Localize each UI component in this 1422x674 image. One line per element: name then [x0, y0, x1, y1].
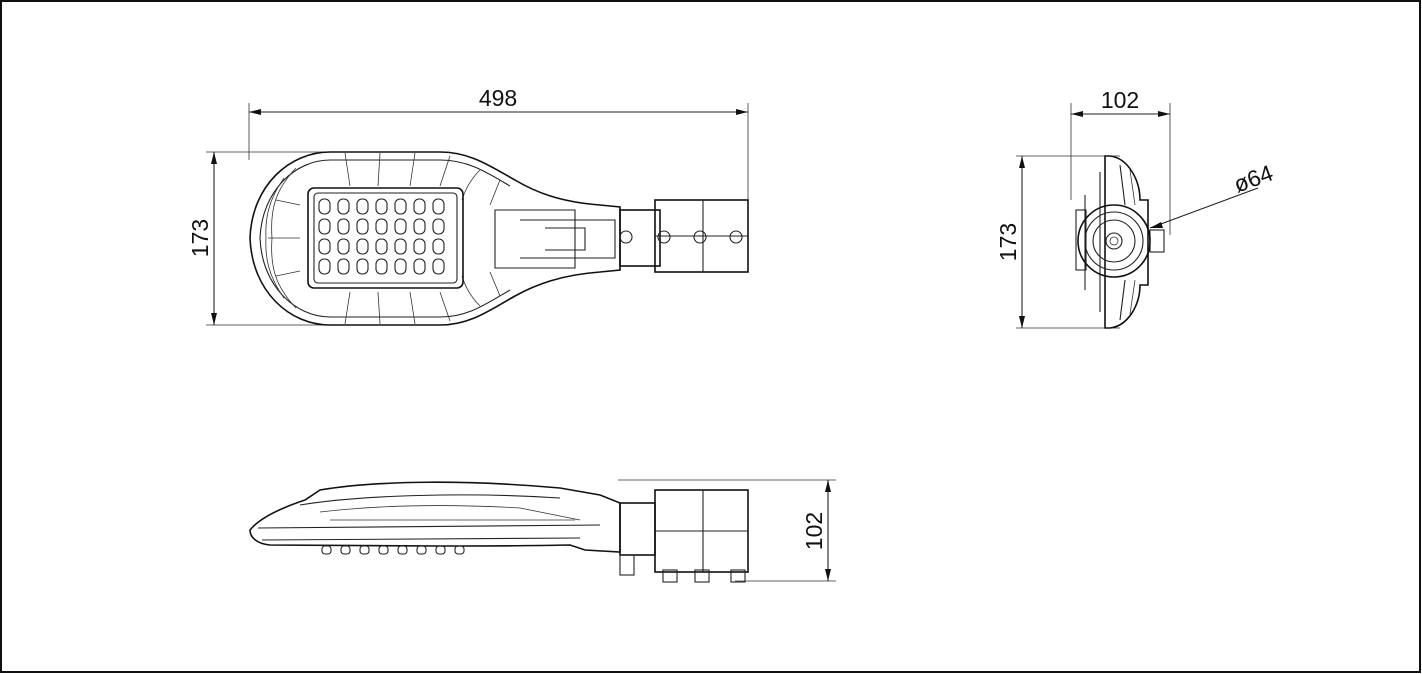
dim-label-498: 498 [479, 85, 517, 111]
led-lens [318, 258, 331, 275]
led-lens [318, 218, 331, 235]
led-lens [337, 258, 350, 275]
dim-label-173-left: 173 [187, 219, 213, 257]
led-lens [318, 198, 331, 215]
pole-clamp [619, 199, 749, 273]
led-lens [432, 198, 445, 215]
housing-outline [249, 151, 621, 326]
led-lens [375, 218, 388, 235]
end-housing [1104, 155, 1149, 329]
side-led [340, 545, 351, 555]
dim-label-102-top: 102 [1101, 87, 1139, 113]
led-lens [432, 238, 445, 255]
led-lens [337, 218, 350, 235]
led-lens [356, 198, 369, 215]
side-led [321, 545, 332, 555]
led-lens [413, 258, 426, 275]
side-housing [249, 481, 621, 553]
top-view: 498 173 [187, 85, 749, 326]
led-lens [394, 218, 407, 235]
led-lens [394, 238, 407, 255]
led-lens [394, 198, 407, 215]
led-lens [413, 198, 426, 215]
end-view: 102 173 ø64 [995, 87, 1277, 329]
led-lens [337, 238, 350, 255]
led-lens [375, 238, 388, 255]
dimension-diameter-64: ø64 [1149, 159, 1277, 229]
side-led [435, 545, 446, 555]
led-lens [413, 238, 426, 255]
side-led [397, 545, 408, 555]
dim-label-diameter: ø64 [1230, 159, 1276, 197]
dim-label-102-side: 102 [801, 512, 827, 550]
side-leds [321, 545, 465, 555]
led-lens [318, 238, 331, 255]
dimension-173-right: 173 [995, 155, 1120, 329]
led-lens [356, 218, 369, 235]
led-array [318, 198, 445, 275]
dim-label-173-right: 173 [995, 223, 1021, 261]
pole-circle-outer [1077, 204, 1151, 278]
led-lens [413, 218, 426, 235]
side-led [416, 545, 427, 555]
led-lens [337, 198, 350, 215]
dimension-102-top: 102 [1070, 87, 1171, 235]
side-led [454, 545, 465, 555]
led-lens [432, 258, 445, 275]
side-view: 102 [249, 479, 836, 583]
led-lens [394, 258, 407, 275]
cooling-fins [265, 152, 501, 325]
led-module [307, 187, 464, 289]
dimension-173-left: 173 [187, 151, 330, 326]
dimension-102-side: 102 [618, 479, 836, 582]
led-lens [375, 198, 388, 215]
side-led [378, 545, 389, 555]
led-lens [356, 238, 369, 255]
led-lens [432, 218, 445, 235]
led-lens [356, 258, 369, 275]
side-led [359, 545, 370, 555]
side-clamp [619, 489, 749, 583]
led-lens [375, 258, 388, 275]
dimension-498: 498 [248, 85, 749, 200]
